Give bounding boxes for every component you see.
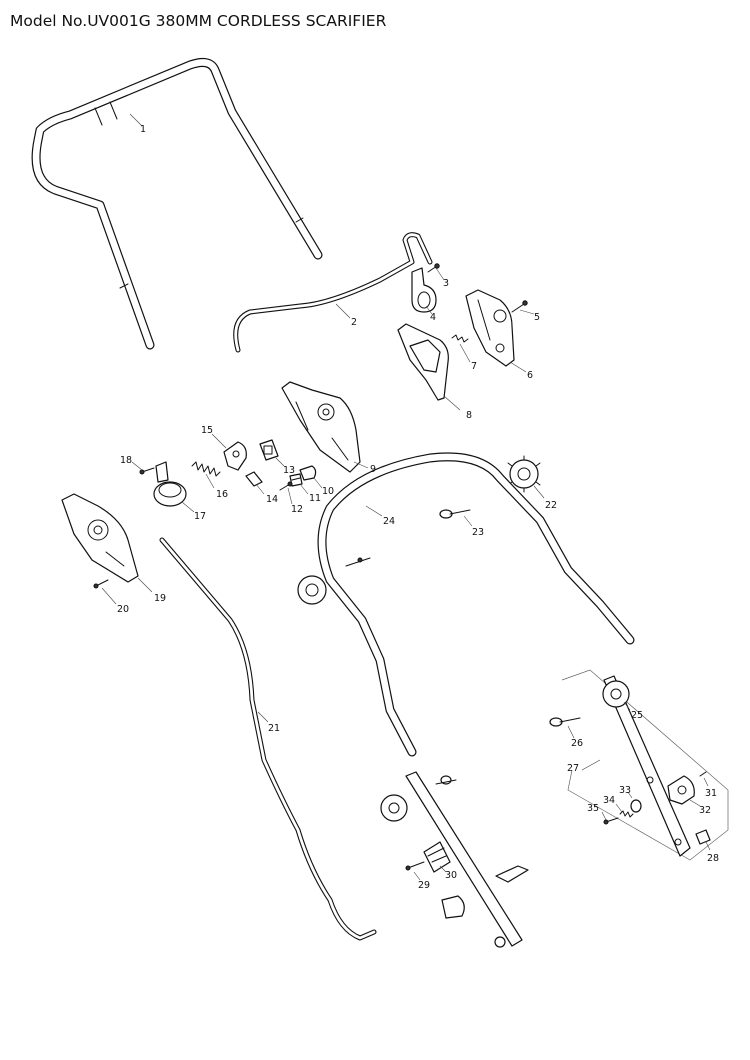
callout-4: 4	[430, 312, 436, 323]
callout-23: 23	[472, 527, 484, 538]
callout-32: 32	[699, 805, 711, 816]
washer-part-33	[630, 799, 642, 813]
callout-16: 16	[216, 489, 228, 500]
screw-part-20	[93, 579, 109, 589]
callout-11: 11	[309, 493, 321, 504]
screw-part-18	[139, 467, 155, 475]
diagram-title: Model No.UV001G 380MM CORDLESS SCARIFIER	[10, 12, 387, 30]
callout-15: 15	[201, 425, 213, 436]
upper-handle-part	[31, 57, 323, 350]
callout-13: 13	[283, 465, 295, 476]
collar-part-17	[153, 461, 187, 507]
callout-labels: 1 2 3 4 5 6 7 8 9 10 11 12 13 14 15 16 1…	[117, 124, 719, 891]
screw-part-29	[405, 861, 425, 871]
callout-27: 27	[567, 763, 579, 774]
callout-31: 31	[705, 788, 717, 799]
leader-lines	[101, 113, 711, 881]
callout-30: 30	[445, 870, 457, 881]
clamp-part-30	[423, 841, 451, 873]
callout-9: 9	[370, 464, 376, 475]
callout-3: 3	[443, 278, 449, 289]
knob-part-24b	[297, 575, 327, 605]
callout-33: 33	[619, 785, 631, 796]
callout-7: 7	[471, 361, 477, 372]
callout-17: 17	[194, 511, 206, 522]
callout-22: 22	[545, 500, 557, 511]
callout-1: 1	[140, 124, 146, 135]
screw-part-5	[511, 300, 528, 313]
cover-part-19	[61, 493, 139, 583]
spring-part-16	[191, 461, 221, 477]
bolt-part-23	[439, 509, 471, 519]
callout-12: 12	[291, 504, 303, 515]
callout-2: 2	[351, 317, 357, 328]
screw-part-3	[427, 263, 440, 273]
callout-14: 14	[266, 494, 278, 505]
callout-34: 34	[603, 795, 615, 806]
callout-5: 5	[534, 312, 540, 323]
knob-part-15	[223, 441, 247, 471]
spring-part-7	[451, 334, 469, 343]
screw-part-31	[699, 771, 707, 777]
callout-35: 35	[587, 803, 599, 814]
wire-part-21	[159, 537, 377, 941]
lower-handle-part	[317, 452, 635, 757]
control-rod-part	[233, 232, 433, 353]
callout-8: 8	[466, 410, 472, 421]
callout-26: 26	[571, 738, 583, 749]
callout-28: 28	[707, 853, 719, 864]
callout-24: 24	[383, 516, 395, 527]
button-part-13	[259, 439, 279, 461]
callout-25: 25	[631, 710, 643, 721]
callout-18: 18	[120, 455, 132, 466]
lever-holder-part	[465, 289, 515, 367]
nut-part-28	[695, 829, 711, 845]
lever-clamp-part	[411, 267, 437, 313]
lower-tube-part	[380, 771, 529, 948]
knob-part-25	[602, 680, 630, 708]
bolt-part-26	[549, 717, 581, 727]
callout-6: 6	[527, 370, 533, 381]
callout-29: 29	[418, 880, 430, 891]
housing-part-9	[281, 381, 361, 473]
knob-part-22	[507, 455, 541, 493]
callout-10: 10	[322, 486, 334, 497]
clip-part-14	[245, 471, 263, 487]
spring-part-34	[619, 810, 634, 818]
bushing-part-10	[299, 465, 317, 481]
lever-plate-part	[397, 323, 449, 401]
callout-21: 21	[268, 723, 280, 734]
callout-19: 19	[154, 593, 166, 604]
bracket-assembly-part-27	[561, 669, 729, 861]
screw-part-35	[603, 817, 619, 825]
screw-part-12	[279, 481, 293, 491]
callout-20: 20	[117, 604, 129, 615]
lock-part-32	[667, 775, 695, 805]
